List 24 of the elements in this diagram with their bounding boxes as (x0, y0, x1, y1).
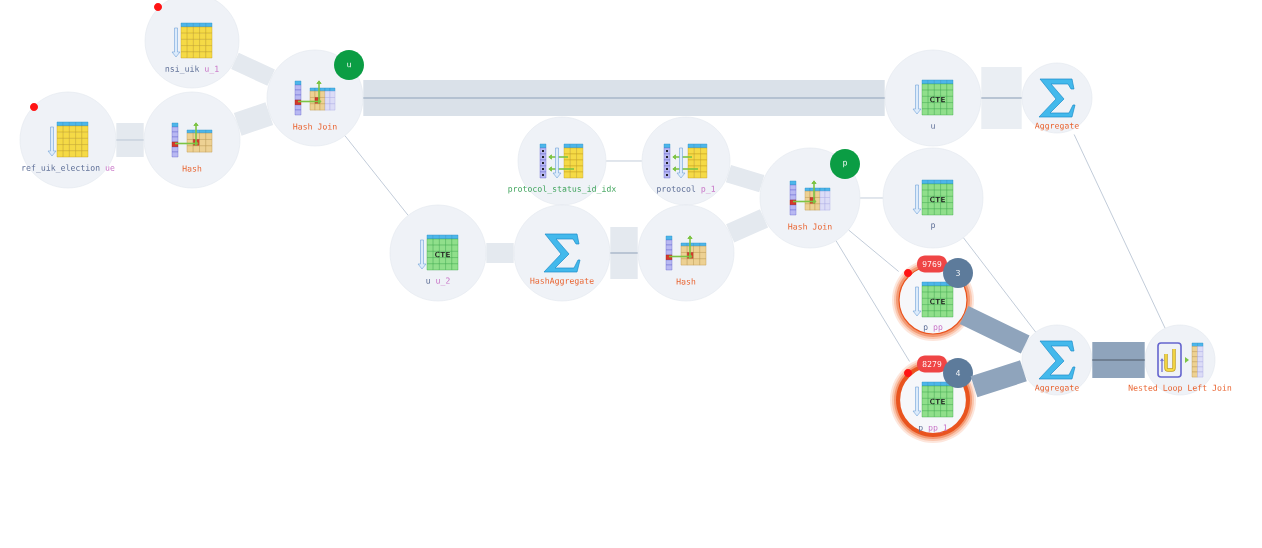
connector-line (980, 67, 1023, 129)
connector-line (344, 135, 409, 216)
connector-line (233, 102, 274, 136)
connector-line (1073, 134, 1166, 329)
connector-line (970, 360, 1027, 398)
connector-line (115, 123, 145, 157)
connector-line (963, 237, 1036, 333)
connector-line (609, 227, 639, 279)
plan-node: HashAggregate (513, 204, 611, 302)
letter-badge: p (830, 149, 860, 179)
connector-line (1091, 342, 1146, 378)
connector-line (231, 52, 275, 86)
connector-line (848, 229, 899, 272)
connector-line (726, 209, 769, 243)
connector-line (835, 240, 910, 362)
count-badge: 9769 (917, 255, 947, 273)
connector-line (486, 243, 514, 263)
connector-line (725, 165, 765, 193)
count-badge: 8279 (917, 355, 947, 373)
letter-badge: u (334, 50, 364, 80)
number-badge: 3 (943, 258, 973, 288)
connector-line (362, 80, 886, 116)
connector-line (959, 306, 1030, 354)
number-badge: 4 (943, 358, 973, 388)
